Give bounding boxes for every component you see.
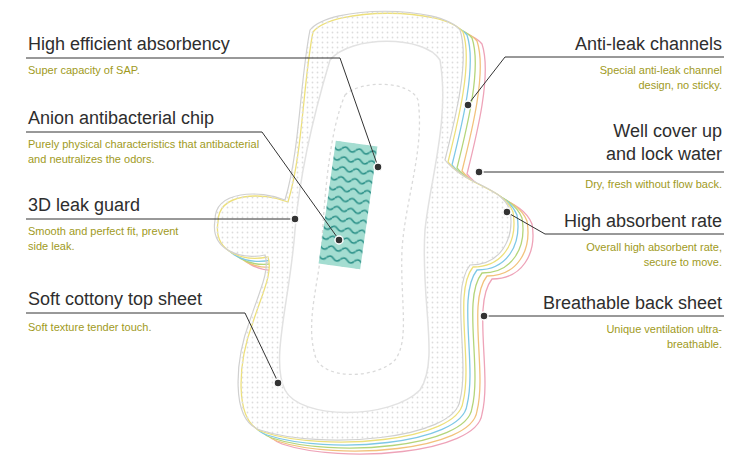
leader-dot	[274, 379, 282, 387]
chip-pattern	[319, 141, 378, 270]
antibacterial-chip	[319, 141, 378, 270]
leader-line	[26, 313, 277, 380]
feature-heading: Anti-leak channels	[512, 33, 722, 56]
leader-dot	[475, 168, 483, 176]
feature-description: Special anti-leak channel design, no sti…	[572, 63, 722, 93]
leader-line	[26, 219, 292, 220]
layer-stack	[214, 11, 532, 454]
top-sheet	[280, 41, 443, 412]
feature-heading: Anion antibacterial chip	[28, 107, 258, 130]
leader-line	[26, 132, 337, 237]
leader-dot	[335, 236, 343, 244]
leader-lines	[26, 57, 724, 380]
feature-description: Unique ventilation ultra-breathable.	[602, 322, 722, 352]
anti-leak-channel	[312, 84, 420, 374]
feature-description: Purely physical characteristics that ant…	[28, 137, 278, 167]
feature-description: Soft texture tender touch.	[28, 320, 243, 335]
leader-line	[470, 57, 724, 102]
feature-heading: 3D leak guard	[28, 194, 278, 217]
feature-heading: Well cover up and lock water	[582, 120, 722, 167]
feature-description: Dry, fresh without flow back.	[547, 177, 722, 192]
feature-heading: Breathable back sheet	[497, 292, 722, 315]
pad-body	[214, 11, 510, 440]
leader-dot	[503, 208, 511, 216]
leader-dot	[291, 215, 299, 223]
feature-heading: Soft cottony top sheet	[28, 288, 243, 311]
feature-description: Smooth and perfect fit, prevent side lea…	[28, 224, 188, 254]
leader-dot	[480, 312, 488, 320]
leader-line	[487, 316, 724, 317]
leader-line	[482, 172, 724, 173]
leader-dot	[374, 163, 382, 171]
leader-dot	[464, 101, 472, 109]
feature-description: Overall high absorbent rate, secure to m…	[557, 240, 722, 270]
feature-heading: High efficient absorbency	[28, 33, 328, 56]
leader-dots	[274, 101, 511, 387]
feature-heading: High absorbent rate	[547, 210, 722, 233]
feature-description: Super capacity of SAP.	[28, 63, 278, 78]
